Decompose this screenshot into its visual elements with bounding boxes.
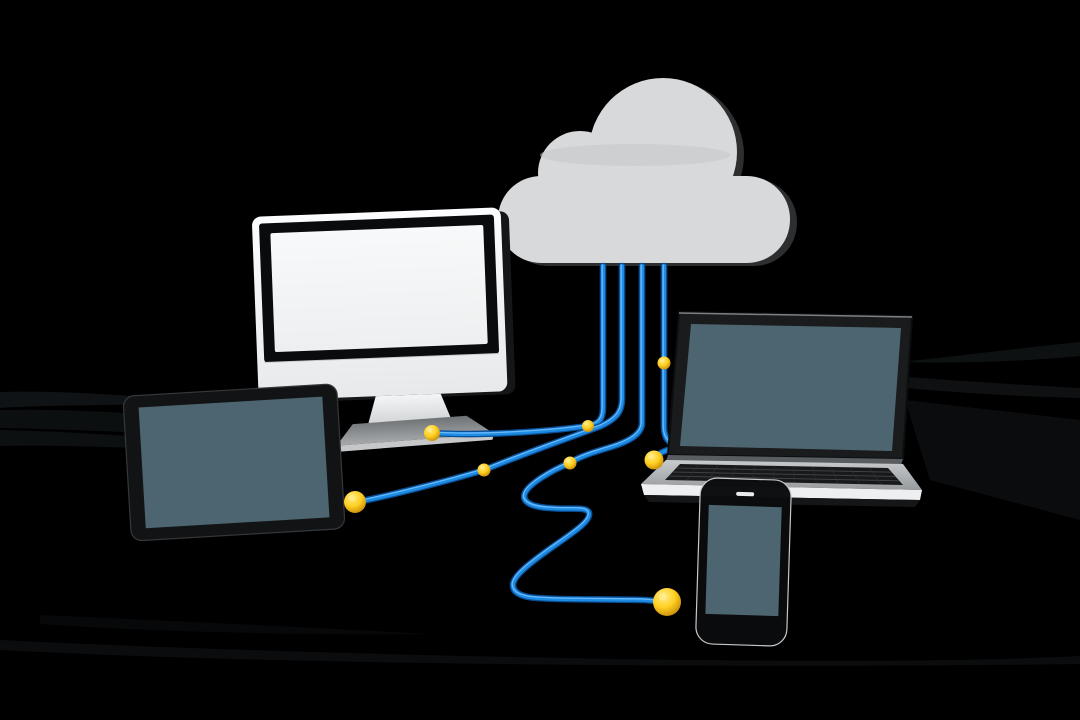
monitor-screen [270, 225, 488, 352]
floor-front-edge [0, 615, 1080, 666]
laptop-connector-ball [644, 450, 664, 470]
monitor-chin-line [264, 352, 500, 363]
cable-monitor [429, 262, 607, 438]
phone-speaker [736, 491, 755, 497]
cable-tablet [353, 262, 626, 506]
monitor-connector-ball [424, 425, 440, 441]
connector-balls-front [644, 450, 664, 470]
cloud-noise-band [540, 144, 730, 166]
smartphone [695, 477, 792, 647]
cable-phone [509, 262, 660, 605]
phone-screen [705, 504, 782, 617]
laptop [641, 311, 922, 507]
monitor-stand-base-front [336, 433, 495, 452]
cable-node-phone [563, 456, 577, 470]
phone-connector-ball [653, 588, 681, 616]
laptop-lid-top-glint [678, 312, 913, 318]
laptop-hinge [666, 455, 903, 465]
tablet [122, 383, 346, 542]
cable-node-monitor [582, 420, 594, 432]
desktop-monitor [252, 207, 516, 452]
cable-node-laptop [657, 356, 671, 370]
laptop-screen [680, 324, 901, 451]
tablet-screen [138, 396, 330, 529]
tablet-connector-ball [344, 491, 366, 513]
cloud-body [498, 78, 790, 263]
connector-balls [344, 356, 681, 616]
monitor-stand-base [336, 415, 495, 446]
cloud [498, 78, 797, 266]
cable-node-tablet [477, 463, 491, 477]
laptop-key-rows [668, 467, 900, 482]
